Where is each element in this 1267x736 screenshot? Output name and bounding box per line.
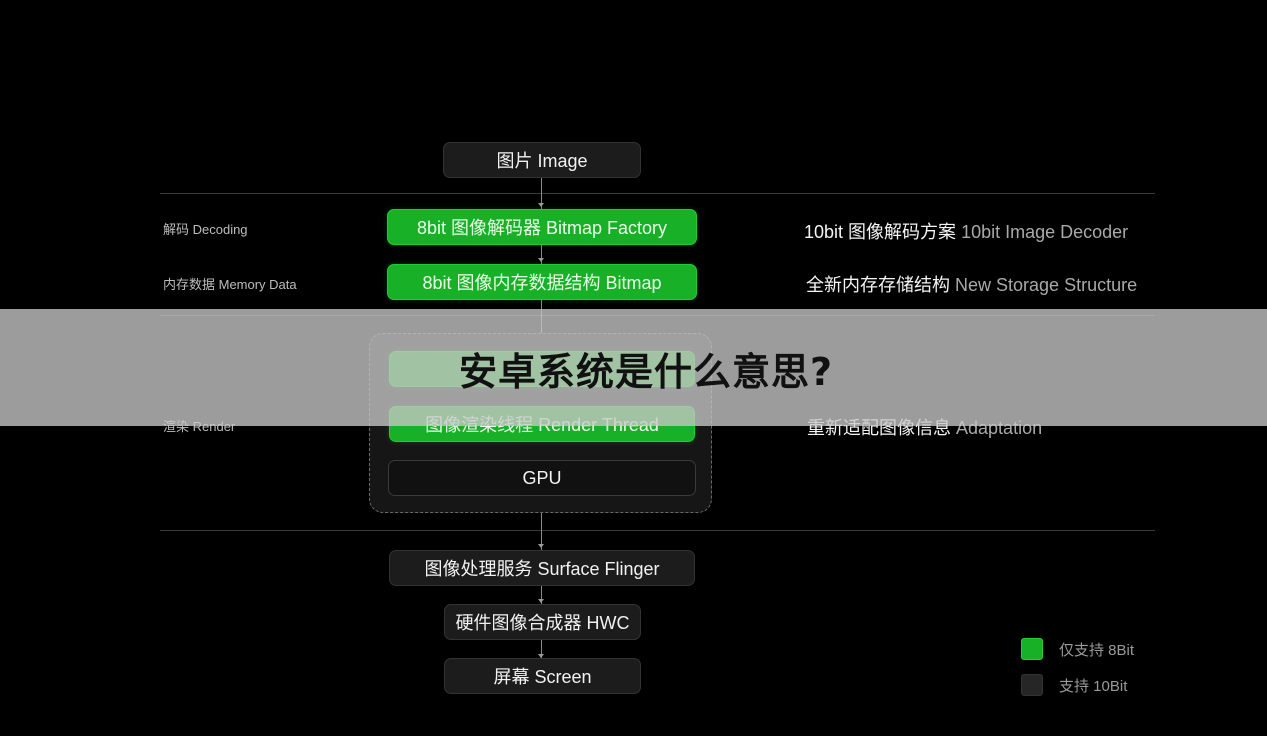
node-label: GPU	[522, 467, 562, 488]
side-note-10bit-decoder: 10bit 图像解码方案 10bit Image Decoder	[804, 218, 1128, 244]
row-label-memory-data: 内存数据 Memory Data	[163, 277, 297, 292]
row-label-decoding: 解码 Decoding	[163, 222, 248, 237]
side-note-en: 10bit Image Decoder	[961, 222, 1129, 242]
legend-label: 仅支持 8Bit	[1059, 641, 1135, 659]
arrow-down-icon	[538, 258, 544, 262]
legend-swatch-green	[1021, 638, 1043, 660]
arrow-down-icon	[538, 544, 544, 548]
arrow-down-icon	[538, 654, 544, 658]
node-label: 屏幕 Screen	[493, 667, 592, 687]
side-note-zh: 10bit 图像解码方案	[804, 222, 957, 242]
arrow-down-icon	[538, 599, 544, 603]
side-note-storage-structure: 全新内存存储结构 New Storage Structure	[806, 271, 1137, 297]
legend-item-10bit: 支持 10Bit	[1021, 674, 1127, 696]
node-bitmap-factory: 8bit 图像解码器 Bitmap Factory	[387, 209, 697, 245]
node-screen: 屏幕 Screen	[444, 658, 641, 694]
node-label: 8bit 图像解码器 Bitmap Factory	[416, 218, 668, 238]
flow-connector	[541, 640, 542, 658]
legend-item-8bit: 仅支持 8Bit	[1021, 638, 1134, 660]
node-bitmap: 8bit 图像内存数据结构 Bitmap	[387, 264, 697, 300]
node-label: 图片 Image	[496, 151, 588, 171]
node-label: 图像处理服务 Surface Flinger	[424, 559, 660, 579]
flow-connector	[541, 586, 542, 604]
node-image: 图片 Image	[443, 142, 641, 178]
node-label: 8bit 图像内存数据结构 Bitmap	[422, 273, 662, 293]
node-gpu: GPU	[388, 460, 696, 496]
separator-line	[160, 530, 1155, 531]
node-surface-flinger: 图像处理服务 Surface Flinger	[389, 550, 695, 586]
arrow-down-icon	[538, 203, 544, 207]
separator-line	[160, 193, 1155, 194]
legend-label: 支持 10Bit	[1059, 677, 1128, 695]
title-banner-overlay	[0, 309, 1267, 426]
node-hwc: 硬件图像合成器 HWC	[444, 604, 641, 640]
node-label: 硬件图像合成器 HWC	[455, 613, 630, 633]
side-note-zh: 全新内存存储结构	[806, 275, 950, 295]
banner-title: 安卓系统是什么意思?	[459, 350, 834, 394]
side-note-en: New Storage Structure	[955, 275, 1138, 295]
legend-swatch-dark	[1021, 674, 1043, 696]
